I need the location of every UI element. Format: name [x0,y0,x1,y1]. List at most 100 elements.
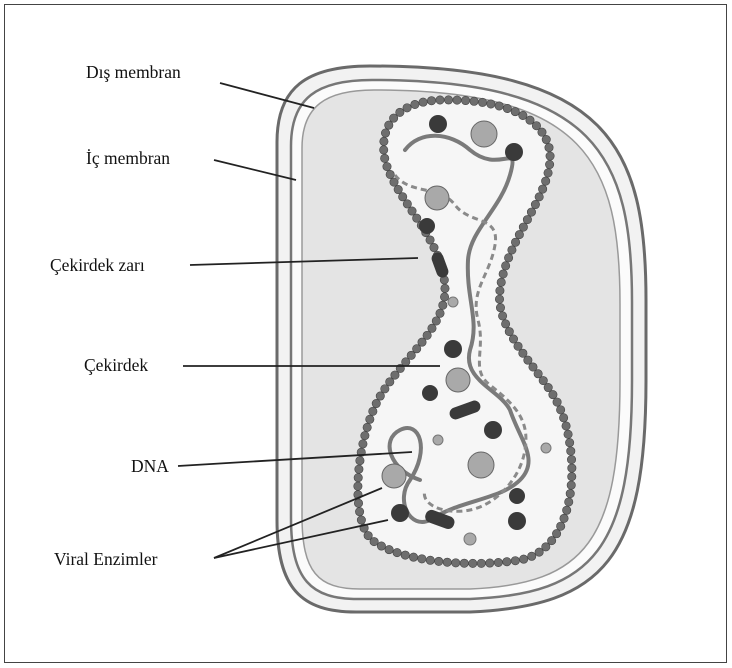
envelope-bead [496,286,504,294]
envelope-bead [498,312,506,320]
envelope-bead [501,262,509,270]
envelope-bead [413,214,421,222]
envelope-bead [376,392,384,400]
envelope-bead [419,98,427,106]
envelope-bead [380,154,388,162]
envelope-bead [494,558,502,566]
envelope-bead [357,516,365,524]
envelope-bead [538,128,546,136]
enzyme-particle [484,421,502,439]
label-inner-membrane: İç membran [86,148,170,168]
enzyme-particle [429,115,447,133]
envelope-bead [565,438,573,446]
label-outer-membrane: Dış membran [86,62,181,82]
envelope-bead [354,473,362,481]
envelope-bead [363,423,371,431]
envelope-bead [501,320,509,328]
envelope-bead [398,193,406,201]
envelope-bead [562,422,570,430]
envelope-bead [556,522,564,530]
envelope-bead [408,207,416,215]
envelope-bead [460,559,468,567]
enzyme-particle [471,121,497,147]
envelope-bead [519,223,527,231]
envelope-bead [496,303,504,311]
envelope-bead [401,551,409,559]
envelope-bead [354,499,362,507]
envelope-bead [545,160,553,168]
enzyme-particle [508,512,526,530]
envelope-bead [546,152,554,160]
envelope-bead [566,489,574,497]
envelope-bead [377,542,385,550]
envelope-bead [411,100,419,108]
envelope-bead [403,104,411,112]
envelope-bead [354,482,362,490]
label-dna: DNA [131,456,169,476]
envelope-bead [432,317,440,325]
envelope-bead [393,548,401,556]
label-nucleus: Çekirdek [84,355,148,375]
envelope-bead [426,556,434,564]
envelope-bead [381,129,389,137]
envelope-bead [359,440,367,448]
envelope-bead [478,98,486,106]
envelope-bead [396,108,404,116]
envelope-bead [556,406,564,414]
enzyme-particle [444,340,462,358]
enzyme-particle [505,143,523,161]
envelope-bead [499,270,507,278]
envelope-bead [470,97,478,105]
envelope-bead [355,507,363,515]
envelope-bead [531,200,539,208]
enzyme-particle [446,368,470,392]
label-nuclear-envelope: Çekirdek zarı [50,255,145,275]
envelope-bead [568,464,576,472]
envelope-bead [369,407,377,415]
envelope-bead [409,553,417,561]
envelope-bead [423,331,431,339]
envelope-bead [545,143,553,151]
envelope-bead [504,254,512,262]
enzyme-particle [509,488,525,504]
envelope-bead [439,301,447,309]
envelope-bead [505,327,513,335]
label-viral-enzymes: Viral Enzimler [54,549,158,569]
enzyme-particle [425,186,449,210]
envelope-bead [385,545,393,553]
envelope-bead [511,557,519,565]
envelope-bead [564,430,572,438]
envelope-bead [386,170,394,178]
envelope-bead [549,390,557,398]
envelope-bead [356,457,364,465]
envelope-bead [497,278,505,286]
envelope-bead [553,398,561,406]
enzyme-particle [382,464,406,488]
envelope-bead [560,514,568,522]
enzyme-particle [541,443,551,453]
envelope-bead [527,208,535,216]
envelope-bead [418,555,426,563]
envelope-bead [535,193,543,201]
envelope-bead [444,96,452,104]
envelope-bead [567,481,575,489]
enzyme-particle [468,452,494,478]
envelope-bead [511,107,519,115]
envelope-bead [383,162,391,170]
envelope-bead [508,246,516,254]
enzyme-particle [464,533,476,545]
enzyme-particle [448,297,458,307]
envelope-bead [436,309,444,317]
envelope-bead [477,559,485,567]
enzyme-particle [391,504,409,522]
envelope-bead [562,506,570,514]
envelope-bead [495,295,503,303]
enzyme-particle [433,435,443,445]
envelope-bead [503,104,511,112]
envelope-bead [441,284,449,292]
envelope-bead [527,552,535,560]
envelope-bead [361,431,369,439]
envelope-bead [443,558,451,566]
envelope-bead [380,146,388,154]
